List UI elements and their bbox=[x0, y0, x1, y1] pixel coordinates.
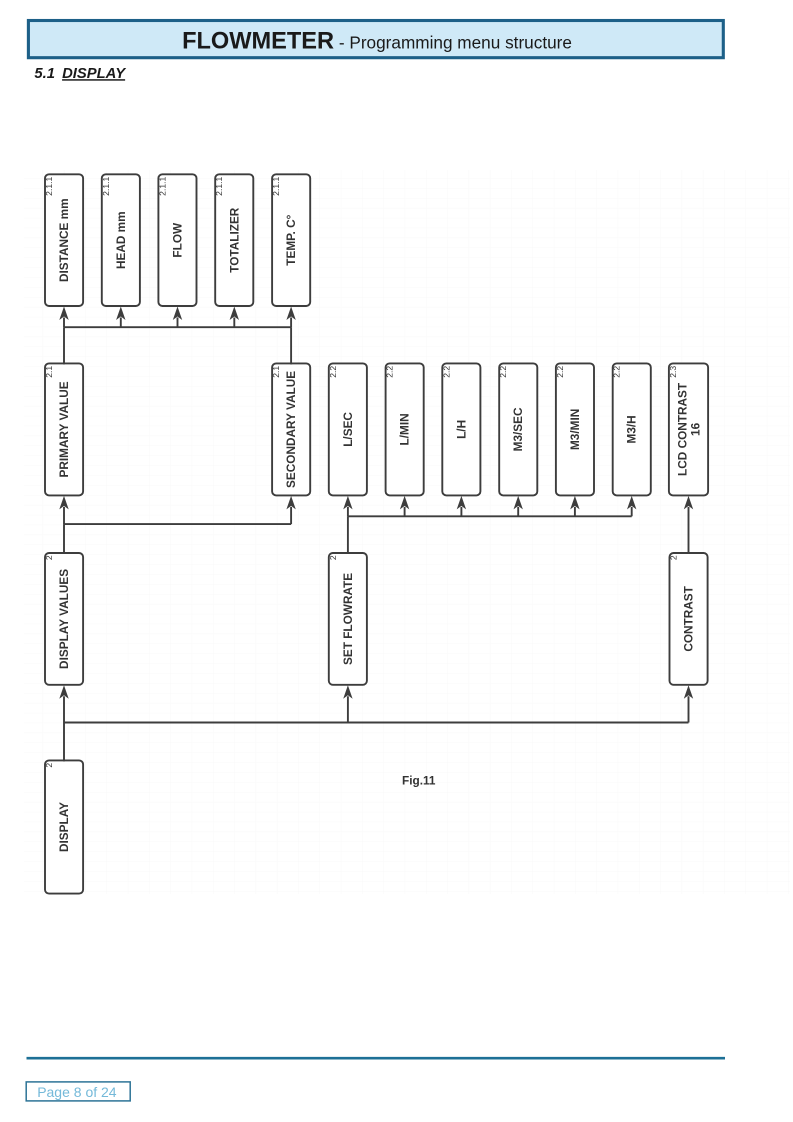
svg-text:FLOW: FLOW bbox=[171, 222, 185, 258]
svg-text:2.2: 2.2 bbox=[555, 366, 565, 378]
svg-text:PRIMARY VALUE: PRIMARY VALUE bbox=[57, 381, 71, 477]
svg-text:LCD CONTRAST: LCD CONTRAST bbox=[676, 382, 690, 476]
svg-text:16: 16 bbox=[689, 422, 703, 436]
svg-text:2.2: 2.2 bbox=[612, 366, 622, 378]
svg-text:DISTANCE mm: DISTANCE mm bbox=[57, 198, 71, 282]
svg-text:2.1.1: 2.1.1 bbox=[44, 176, 54, 195]
svg-text:M3/MIN: M3/MIN bbox=[568, 409, 582, 450]
svg-text:2.2: 2.2 bbox=[441, 366, 451, 378]
svg-text:HEAD mm: HEAD mm bbox=[114, 211, 128, 269]
svg-text:2.1: 2.1 bbox=[44, 366, 54, 378]
svg-text:DISPLAY: DISPLAY bbox=[57, 802, 71, 852]
svg-text:L/MIN: L/MIN bbox=[398, 413, 412, 445]
svg-text:2: 2 bbox=[44, 555, 54, 560]
svg-text:TOTALIZER: TOTALIZER bbox=[227, 207, 241, 273]
svg-text:2.2: 2.2 bbox=[385, 366, 395, 378]
svg-text:2: 2 bbox=[44, 763, 54, 768]
svg-text:2: 2 bbox=[328, 555, 338, 560]
svg-text:L/H: L/H bbox=[454, 420, 468, 439]
svg-text:2.1.1: 2.1.1 bbox=[214, 176, 224, 195]
svg-text:DISPLAY VALUES: DISPLAY VALUES bbox=[57, 569, 71, 669]
svg-text:FLOWMETER - Programming menu s: FLOWMETER - Programming menu structure bbox=[182, 29, 572, 55]
svg-text:2.1: 2.1 bbox=[271, 366, 281, 378]
svg-text:2: 2 bbox=[669, 555, 679, 560]
svg-text:CONTRAST: CONTRAST bbox=[682, 585, 696, 651]
svg-text:TEMP. C°: TEMP. C° bbox=[284, 214, 298, 265]
svg-text:M3/H: M3/H bbox=[625, 415, 639, 443]
svg-text:Page 8 of 24: Page 8 of 24 bbox=[37, 1084, 117, 1100]
svg-text:SET FLOWRATE: SET FLOWRATE bbox=[341, 573, 355, 665]
svg-text:SECONDARY VALUE: SECONDARY VALUE bbox=[284, 371, 298, 488]
svg-text:2.1.1: 2.1.1 bbox=[101, 176, 111, 195]
svg-text:L/SEC: L/SEC bbox=[341, 412, 355, 447]
svg-text:5.1 DISPLAY: 5.1 DISPLAY bbox=[34, 66, 126, 82]
svg-text:2.1.1: 2.1.1 bbox=[271, 176, 281, 195]
svg-text:2.3: 2.3 bbox=[668, 366, 678, 378]
svg-text:2.2: 2.2 bbox=[328, 366, 338, 378]
svg-text:2.1.1: 2.1.1 bbox=[157, 176, 167, 195]
svg-text:2.2: 2.2 bbox=[498, 366, 508, 378]
svg-text:Fig.11: Fig.11 bbox=[402, 773, 436, 787]
svg-text:M3/SEC: M3/SEC bbox=[511, 407, 525, 451]
